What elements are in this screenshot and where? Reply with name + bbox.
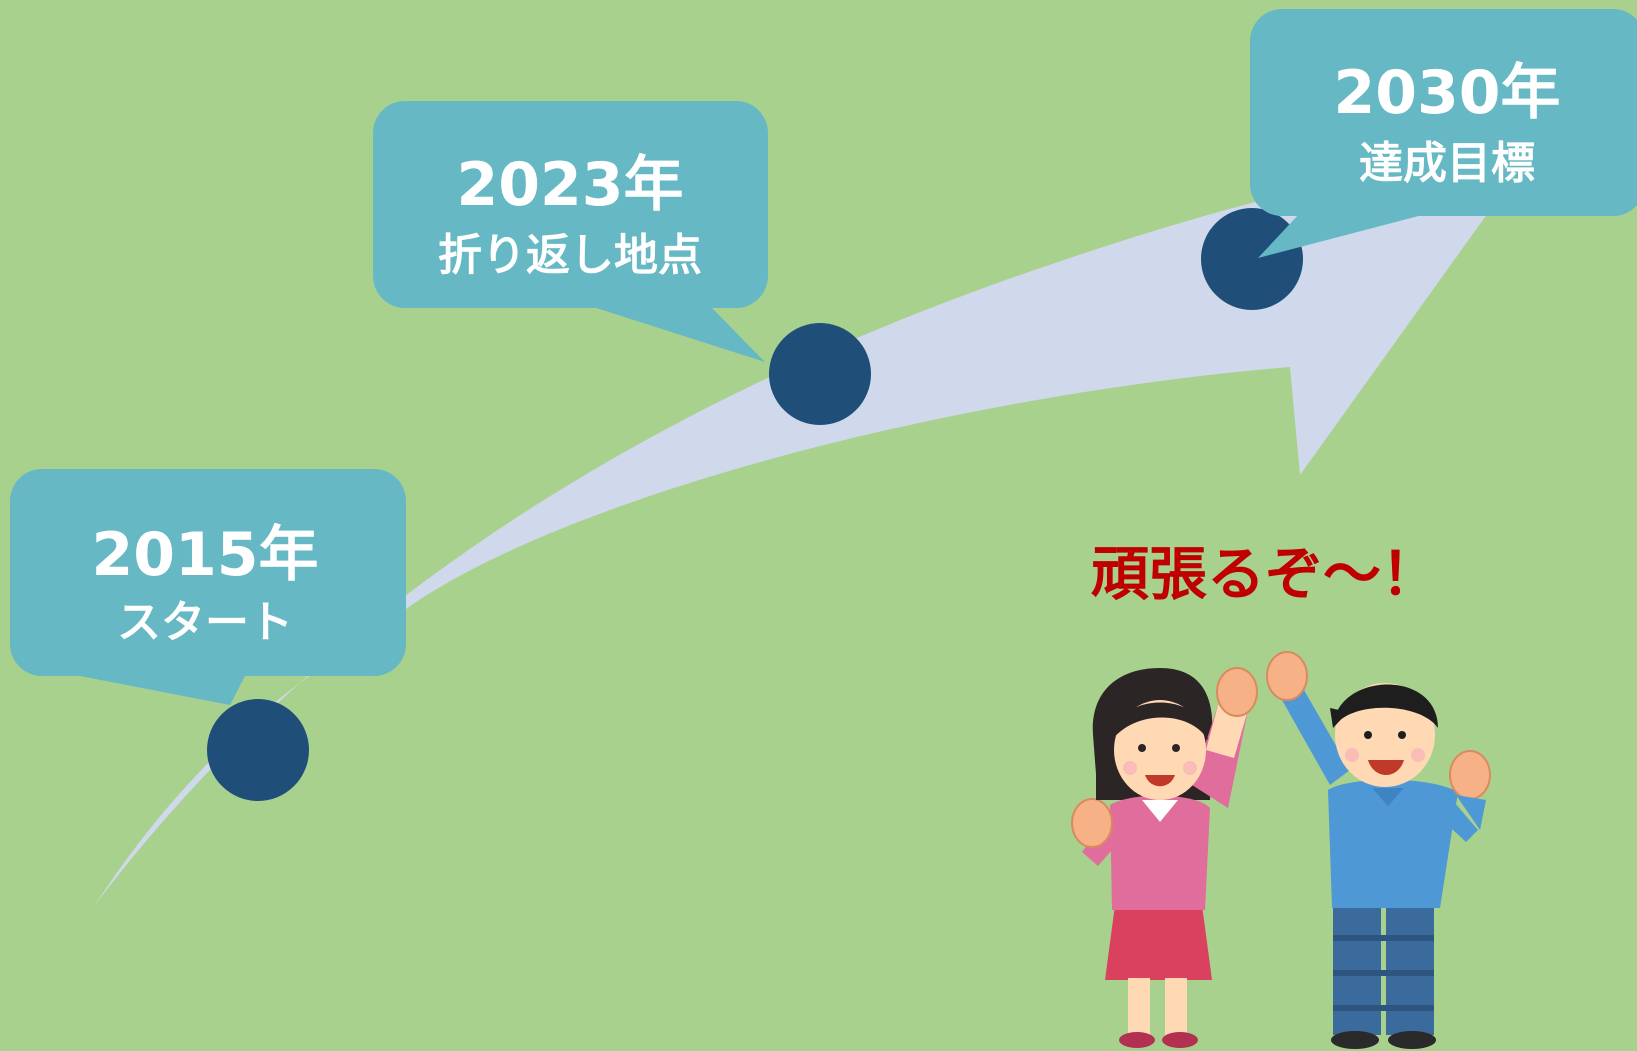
milestone-dot bbox=[207, 699, 309, 801]
milestone-label: 達成目標 bbox=[1359, 138, 1535, 189]
milestone-2030: 2030年 達成目標 bbox=[1201, 9, 1637, 310]
speech-bubble-tail bbox=[590, 306, 765, 362]
woman-illustration bbox=[1071, 667, 1258, 1048]
timeline-arrow bbox=[95, 170, 1490, 905]
milestone-label: 折り返し地点 bbox=[438, 230, 702, 281]
milestone-2015: 2015年 スタート bbox=[10, 469, 406, 801]
milestone-dot bbox=[769, 323, 871, 425]
milestone-label: スタート bbox=[117, 597, 293, 648]
speech-bubble bbox=[10, 469, 406, 676]
speech-bubble bbox=[373, 101, 768, 308]
milestone-year: 2030年 bbox=[1334, 58, 1561, 128]
milestone-year: 2015年 bbox=[92, 520, 319, 590]
speech-bubble bbox=[1250, 9, 1637, 216]
milestone-year: 2023年 bbox=[457, 150, 684, 220]
man-illustration bbox=[1266, 651, 1491, 1049]
speech-bubble-tail bbox=[1258, 213, 1430, 258]
milestone-2023: 2023年 折り返し地点 bbox=[373, 101, 871, 425]
cheer-text: 頑張るぞ～！ bbox=[1091, 540, 1439, 608]
milestone-dot bbox=[1201, 208, 1303, 310]
speech-bubble-tail bbox=[80, 676, 245, 705]
